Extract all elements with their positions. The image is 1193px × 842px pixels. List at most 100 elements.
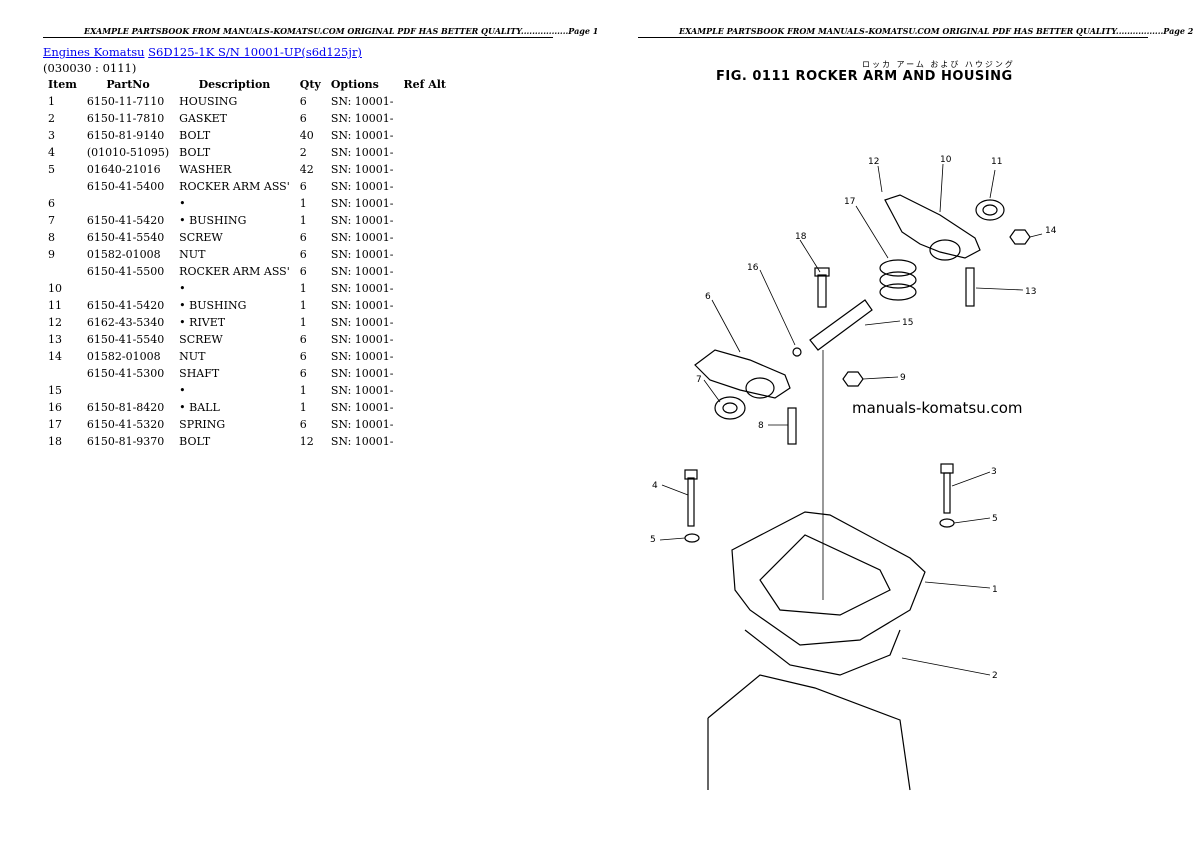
callout-label: 1 — [992, 585, 998, 595]
col-header-description: Description — [198, 78, 271, 91]
callout-label: 10 — [940, 155, 952, 165]
page-2-header: EXAMPLE PARTSBOOK FROM MANUALS-KOMATSU.C… — [679, 26, 1193, 36]
cell-description: HOUSING — [179, 95, 238, 108]
cell-ref-alt — [399, 144, 452, 161]
cell-options: SN: 10001- — [330, 333, 394, 346]
callout-label: 17 — [844, 197, 855, 207]
rocker-arm-lower-shape — [694, 349, 791, 399]
cell-ref-alt — [399, 161, 452, 178]
callout-label: 14 — [1045, 226, 1057, 236]
cell-partno: 6150-81-9140 — [86, 129, 165, 142]
shaft-shape — [809, 299, 873, 351]
cell-partno: 6150-41-5300 — [86, 367, 165, 380]
cell-ref-alt — [399, 331, 452, 348]
cell-partno — [82, 280, 174, 297]
callout-label: 9 — [900, 373, 906, 383]
callout-label: 13 — [1025, 287, 1036, 297]
cell-partno: 6150-11-7810 — [86, 112, 165, 125]
washer-right — [939, 518, 955, 528]
callout-labels: 12 10 11 17 14 18 16 13 6 15 7 9 8 4 3 5… — [650, 155, 1057, 681]
cell-item: 3 — [48, 129, 55, 142]
cell-item: 1 — [48, 95, 55, 108]
cell-description: • BUSHING — [179, 299, 247, 312]
cell-options: SN: 10001- — [330, 231, 394, 244]
cell-item: 13 — [48, 333, 62, 346]
cell-item: 14 — [48, 350, 62, 363]
cell-partno: 6150-41-5420 — [86, 299, 165, 312]
cell-qty: 1 — [299, 299, 307, 312]
cell-options: SN: 10001- — [330, 350, 394, 363]
cell-qty: 12 — [299, 435, 314, 448]
cell-options: SN: 10001- — [330, 248, 394, 261]
cell-qty: 6 — [299, 418, 307, 431]
cell-item: 2 — [48, 112, 55, 125]
breadcrumb-link-engines[interactable]: Engines Komatsu — [43, 45, 145, 59]
cell-partno: (01010-51095) — [86, 146, 170, 159]
nut-upper — [1009, 229, 1031, 245]
cell-description: ROCKER ARM ASS' — [179, 265, 290, 278]
callout-label: 15 — [902, 318, 913, 328]
cell-description: BOLT — [179, 146, 211, 159]
breadcrumb-link-model[interactable]: S6D125-1K S/N 10001-UP(s6d125jr) — [148, 45, 362, 59]
cell-ref-alt — [399, 229, 452, 246]
cell-qty: 1 — [299, 214, 307, 227]
cell-partno: 6150-11-7110 — [86, 95, 165, 108]
cell-qty: 6 — [299, 350, 307, 363]
cell-options: SN: 10001- — [330, 299, 394, 312]
header-rule — [43, 37, 553, 38]
cell-description: SCREW — [179, 333, 223, 346]
bushing-upper — [975, 199, 1005, 221]
cell-item: 18 — [48, 435, 62, 448]
screw-lower — [787, 407, 797, 445]
cell-options: SN: 10001- — [330, 129, 394, 142]
callout-label: 5 — [650, 535, 656, 545]
cell-description: NUT — [179, 248, 206, 261]
cell-partno: 6150-41-5500 — [86, 265, 165, 278]
callout-label: 4 — [652, 481, 658, 491]
breadcrumb: Engines Komatsu S6D125-1K S/N 10001-UP(s… — [43, 45, 362, 59]
cell-ref-alt — [399, 127, 452, 144]
cell-description: • BALL — [179, 401, 220, 414]
cell-description: GASKET — [179, 112, 228, 125]
cell-partno: 6150-81-8420 — [86, 401, 165, 414]
cell-qty: 6 — [299, 231, 307, 244]
cell-ref-alt — [399, 263, 452, 280]
cell-qty: 2 — [299, 146, 307, 159]
cell-options: SN: 10001- — [330, 163, 394, 176]
cell-item: 5 — [48, 163, 55, 176]
cell-description: SPRING — [179, 418, 226, 431]
callout-label: 16 — [747, 263, 759, 273]
cell-ref-alt — [399, 212, 452, 229]
cell-item: 10 — [48, 282, 62, 295]
cell-description: BOLT — [179, 435, 211, 448]
cell-ref-alt — [399, 348, 452, 365]
cell-partno — [82, 382, 174, 399]
bushing-lower — [714, 396, 746, 420]
cell-description: SHAFT — [179, 367, 220, 380]
cell-qty: 1 — [299, 282, 307, 295]
cell-qty: 1 — [299, 401, 307, 414]
section-code: (030030 : 0111) — [43, 61, 137, 75]
cell-qty: 6 — [299, 333, 307, 346]
cell-description: • — [179, 384, 186, 397]
callout-label: 18 — [795, 232, 807, 242]
header-rule — [638, 37, 1148, 38]
cell-description: ROCKER ARM ASS' — [179, 180, 290, 193]
housing-shape — [731, 511, 926, 646]
